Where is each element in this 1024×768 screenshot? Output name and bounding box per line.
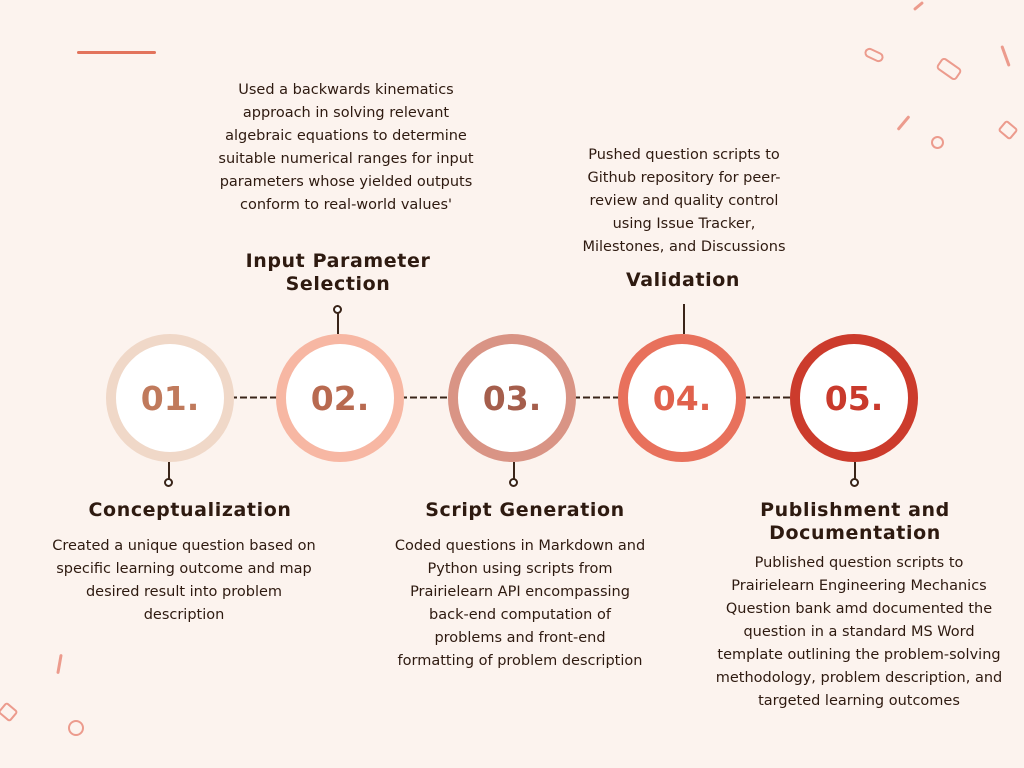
rounded-rect-decoration	[935, 56, 963, 82]
dash-decoration	[1000, 45, 1011, 67]
step-2-number: 02.	[310, 378, 370, 418]
step-1-stem-dot	[164, 478, 173, 487]
step-2-title: Input Parameter Selection	[245, 250, 431, 295]
connector-1-2	[230, 396, 282, 399]
step-4-number: 04.	[652, 378, 712, 418]
step-2-stem-dot	[333, 305, 342, 314]
rounded-rect-decoration	[862, 46, 886, 64]
dash-decoration	[896, 115, 911, 131]
ring-decoration	[68, 720, 84, 736]
step-2-circle: 02.	[276, 334, 404, 462]
step-1-title: Conceptualization	[88, 499, 292, 521]
step-4-description: Pushed question scripts to Github reposi…	[582, 147, 786, 255]
step-5-number: 05.	[824, 378, 884, 418]
step-1-description: Created a unique question based on speci…	[52, 538, 316, 623]
step-1-number: 01.	[140, 378, 200, 418]
step-4-stem	[683, 304, 685, 334]
step-5-circle: 05.	[790, 334, 918, 462]
step-1-circle: 01.	[106, 334, 234, 462]
step-1-stem	[168, 462, 170, 482]
connector-4-5	[743, 396, 796, 399]
step-3-stem	[513, 462, 515, 482]
connector-3-4	[573, 396, 625, 399]
dash-decoration	[56, 653, 63, 675]
step-3-stem-dot	[509, 478, 518, 487]
step-5-stem	[854, 462, 856, 482]
step-3-number: 03.	[482, 378, 542, 418]
step-5-description: Published question scripts to Prairielea…	[715, 555, 1003, 709]
rounded-rect-decoration	[997, 119, 1019, 141]
step-5-title: Publishment and Documentation	[760, 499, 950, 544]
step-5-stem-dot	[850, 478, 859, 487]
step-3-circle: 03.	[448, 334, 576, 462]
dash-decoration	[912, 0, 925, 12]
step-3-title: Script Generation	[425, 499, 625, 521]
step-2-stem	[337, 312, 339, 334]
ring-decoration	[931, 136, 944, 149]
connector-2-3	[400, 396, 455, 399]
step-3-description: Coded questions in Markdown and Python u…	[394, 538, 646, 669]
rounded-rect-decoration	[0, 701, 19, 723]
step-2-description: Used a backwards kinematics approach in …	[218, 82, 474, 213]
accent-line-decoration	[77, 51, 156, 54]
step-4-circle: 04.	[618, 334, 746, 462]
step-4-title: Validation	[625, 269, 741, 291]
